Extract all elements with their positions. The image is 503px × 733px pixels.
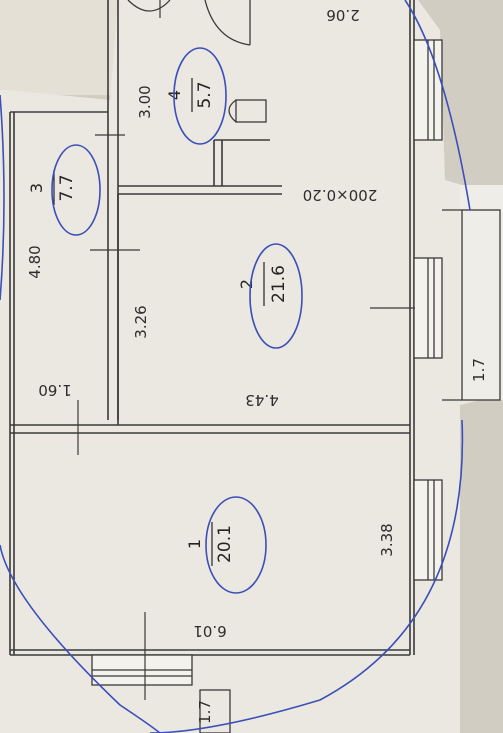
room-2-label: 2 21.6 [237, 262, 289, 306]
pen-stroke-bottom-right [149, 419, 464, 733]
dim-3-38: 3.38 [378, 523, 396, 556]
paper-top-left [0, 0, 130, 95]
room-3-number: 3 [27, 183, 46, 193]
pen-stroke-left [0, 94, 5, 301]
room-4-area: 5.7 [195, 81, 215, 108]
dim-4-80: 4.80 [26, 245, 44, 278]
dim-2-06: 2.06 [326, 6, 359, 24]
room-3-area: 7.7 [57, 174, 77, 201]
room-3-label: 3 7.7 [27, 170, 77, 205]
room-1-label: 1 20.1 [185, 522, 235, 566]
circle-room-4 [173, 47, 227, 145]
dim-200-020: 200×0.20 [303, 186, 378, 204]
dim-1-7-bottom: 1.7 [196, 700, 214, 724]
windows [91, 39, 443, 686]
dim-1-7-balcony: 1.7 [470, 358, 488, 382]
room-2-number: 2 [237, 279, 256, 289]
pen-stroke-bottom-left [0, 544, 161, 733]
dim-4-43: 4.43 [245, 391, 278, 409]
dim-3-26: 3.26 [132, 305, 150, 338]
circle-room-3 [51, 144, 101, 236]
dimension-ticks [77, 0, 415, 700]
fixtures [127, 0, 267, 123]
circle-room-1 [205, 496, 267, 594]
room-2-area: 21.6 [269, 265, 289, 303]
dim-1-60: 1.60 [38, 381, 71, 399]
pen-annotations [0, 0, 471, 733]
balcony-area [460, 185, 503, 400]
circle-room-2 [249, 243, 303, 349]
balcony [199, 209, 501, 733]
dim-3-00: 3.00 [136, 85, 154, 118]
room-1-area: 20.1 [215, 525, 235, 563]
room-1-number: 1 [185, 539, 204, 549]
pen-stroke-top-right [404, 0, 471, 211]
dim-6-01: 6.01 [193, 622, 226, 640]
